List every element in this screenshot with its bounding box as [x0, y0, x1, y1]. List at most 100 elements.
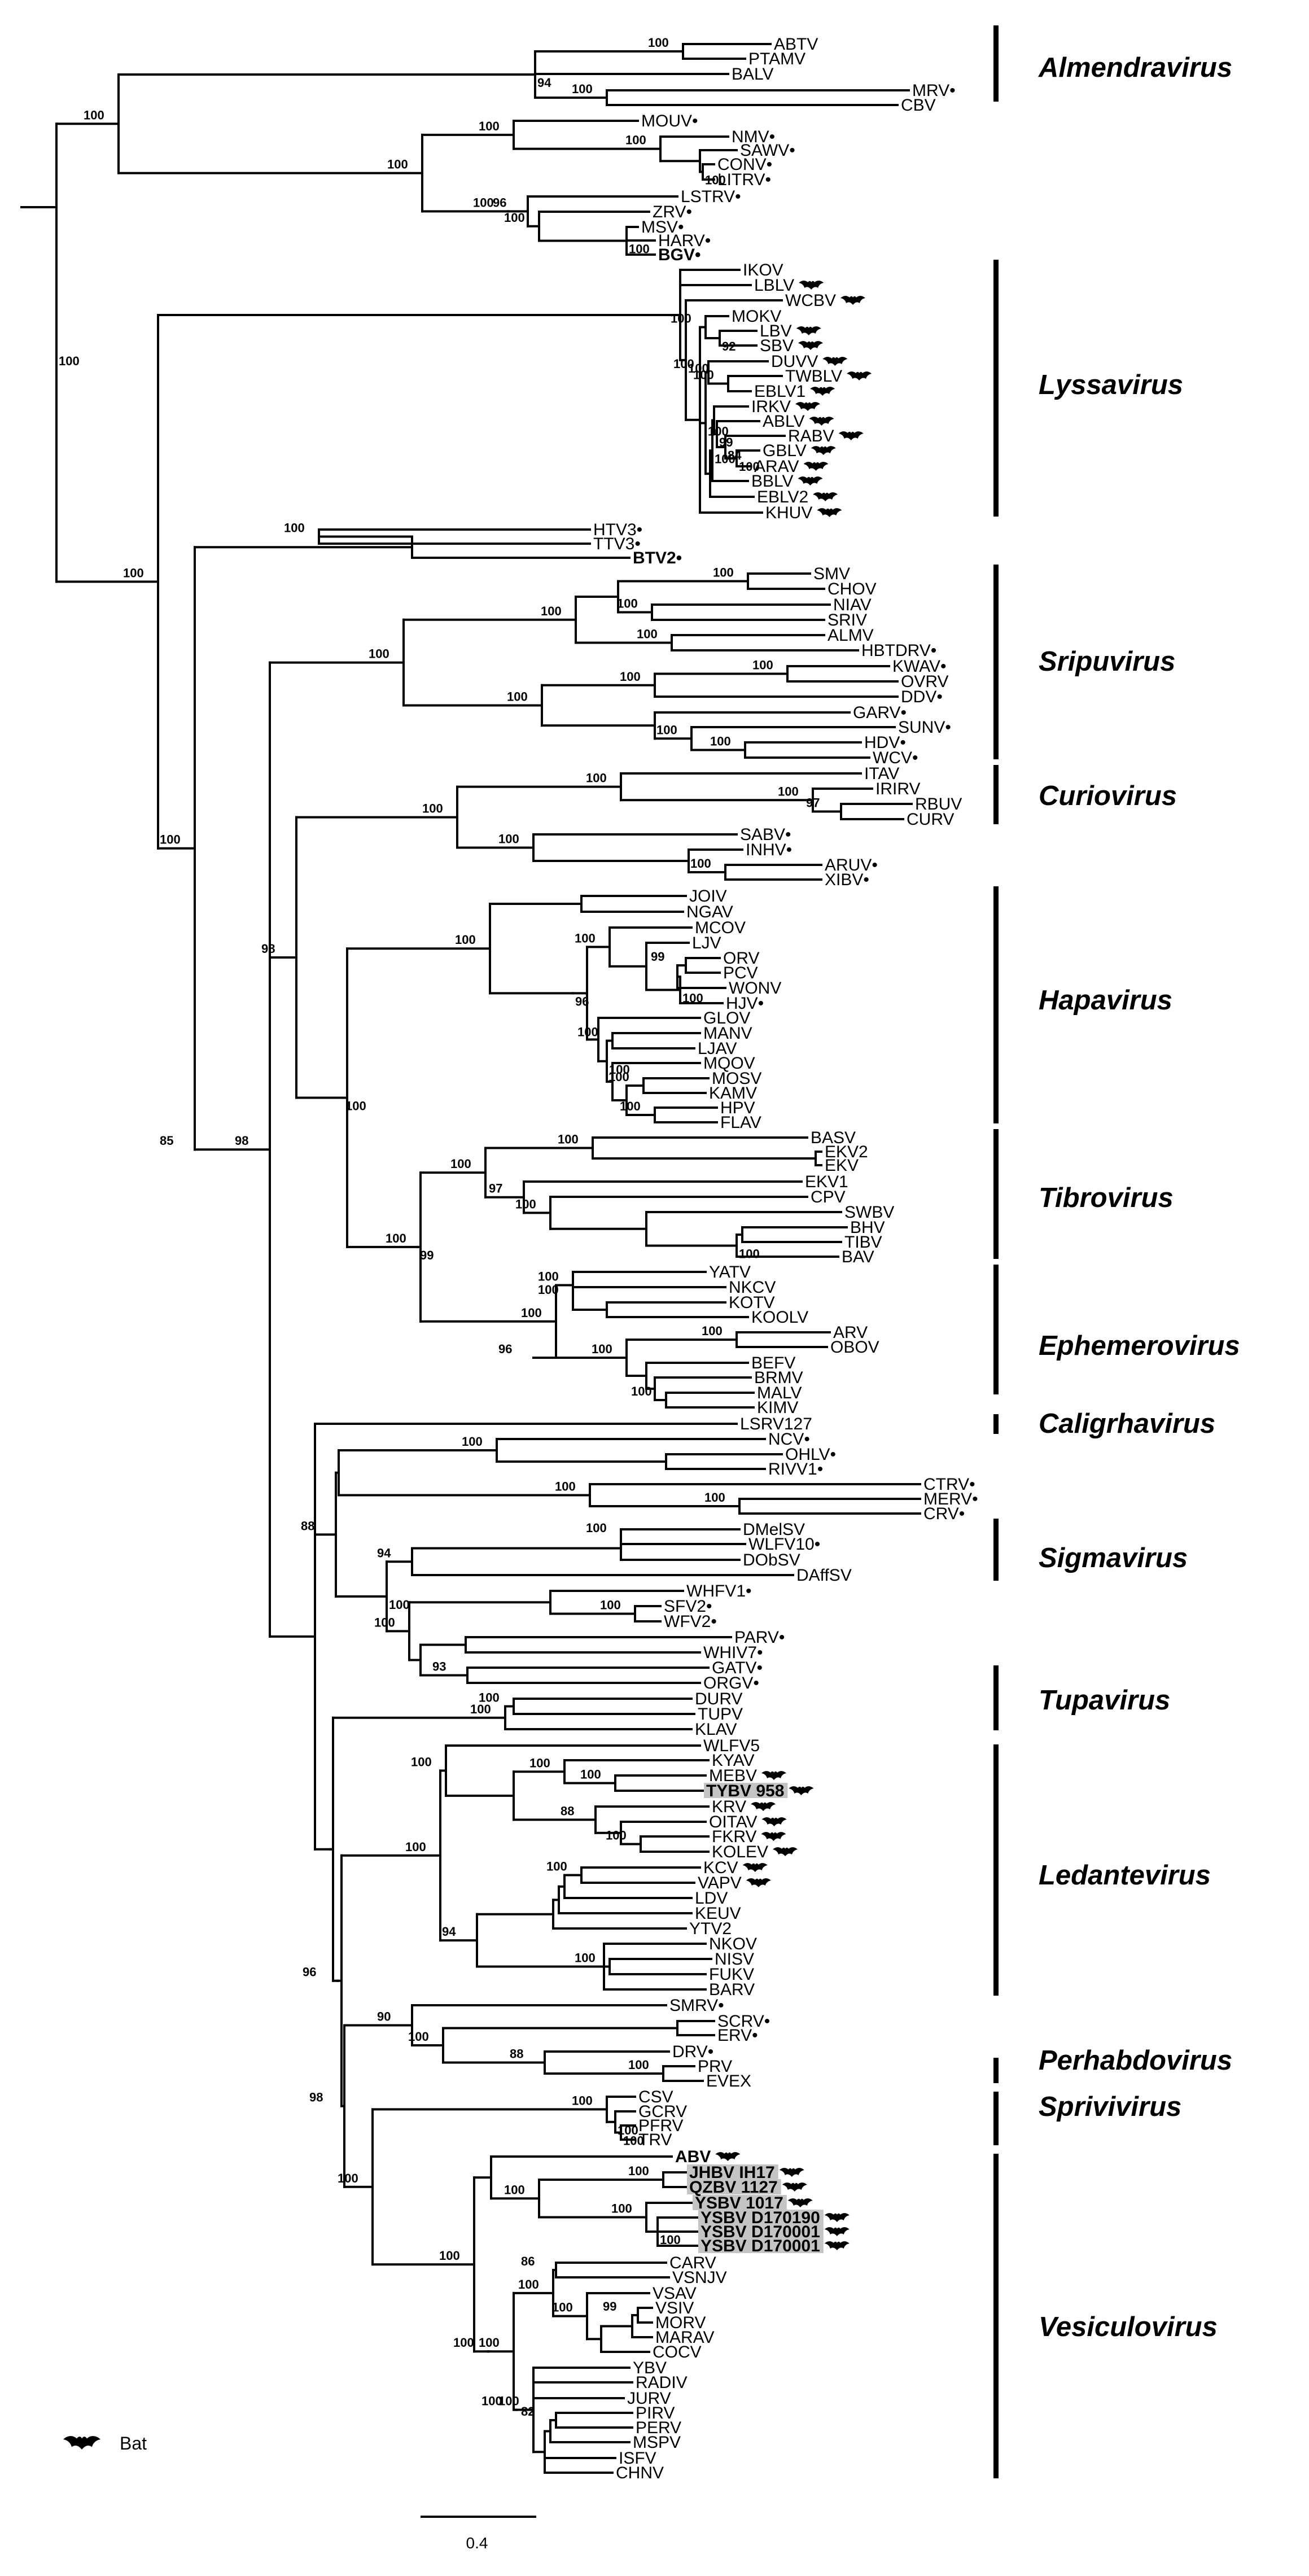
- support-value: 100: [708, 424, 729, 438]
- support-value: 100: [575, 931, 596, 945]
- clade-bar: [993, 765, 999, 824]
- support-value: 99: [719, 435, 733, 449]
- leaf-label: GARV•: [853, 703, 907, 722]
- support-value: 100: [387, 158, 408, 172]
- support-value: 100: [558, 1132, 579, 1147]
- leaf-label: INHV•: [746, 841, 792, 859]
- leaf-label: KOTV: [729, 1293, 775, 1312]
- support-value: 100: [498, 832, 519, 846]
- support-value: 100: [625, 133, 646, 147]
- leaf-label: HJV•: [726, 994, 764, 1013]
- support-value: 96: [498, 1342, 512, 1356]
- leaf-label: LJV: [692, 934, 721, 952]
- highlight-box: [698, 2210, 824, 2225]
- leaf-label: NGAV: [686, 903, 733, 921]
- leaf-label: BAV: [842, 1248, 874, 1266]
- clade-bar: [993, 25, 999, 102]
- support-value: 100: [693, 368, 714, 382]
- leaf-label: TRV: [638, 2131, 672, 2149]
- leaf-label: VSAV: [653, 2284, 697, 2303]
- leaf-label: YTV2: [689, 1919, 732, 1938]
- support-value: 98: [235, 1134, 248, 1148]
- leaf-label: ORV: [723, 949, 759, 968]
- leaf-label: KOLEV: [712, 1843, 768, 1861]
- leaf-label: DObSV: [743, 1551, 800, 1569]
- leaf-label: WFV2•: [664, 1612, 717, 1631]
- support-value: 94: [442, 1925, 456, 1939]
- support-value: 100: [705, 173, 726, 187]
- support-value: 100: [618, 2123, 638, 2137]
- support-value: 100: [439, 2249, 460, 2263]
- leaf-label: SRIV: [828, 611, 867, 629]
- support-value: 96: [493, 195, 506, 209]
- leaf-label: COCV: [653, 2343, 702, 2361]
- leaf-label: NISV: [715, 1950, 754, 1969]
- support-value: 100: [637, 627, 658, 641]
- genus-label: Sigmavirus: [1039, 1543, 1188, 1573]
- leaf-label: CARV: [669, 2254, 716, 2272]
- leaf-label: MSV•: [641, 218, 684, 237]
- support-value: 100: [577, 1025, 598, 1039]
- leaf-label: FKRV: [712, 1827, 756, 1846]
- leaf-label: YSBV D170190: [701, 2208, 820, 2227]
- clade-bar: [993, 1744, 999, 1996]
- leaf-label: BALV: [732, 65, 774, 84]
- support-value: 100: [682, 991, 703, 1005]
- support-value: 85: [160, 1134, 173, 1148]
- leaf-label: MORV: [655, 2313, 706, 2332]
- leaf-label: DRV•: [672, 2043, 713, 2061]
- genus-label: Sprivivirus: [1039, 2092, 1181, 2122]
- support-value: 99: [603, 2299, 616, 2313]
- leaf-label: OBOV: [830, 1338, 879, 1357]
- leaf-label: PERV: [636, 2418, 681, 2437]
- support-value: 100: [690, 856, 711, 871]
- support-value: 88: [561, 1804, 574, 1818]
- clade-bar: [993, 1519, 999, 1581]
- leaf-label: DMelSV: [743, 1520, 805, 1539]
- leaf-label: ABTV: [774, 35, 818, 54]
- leaf-label: KCV: [703, 1858, 738, 1877]
- leaf-label: JURV: [627, 2389, 671, 2408]
- support-value: 100: [628, 2058, 649, 2072]
- leaf-label: LSRV127: [740, 1415, 812, 1433]
- leaf-label: TYBV 958: [706, 1782, 784, 1800]
- leaf-label: JHBV IH17: [689, 2163, 775, 2182]
- support-value: 100: [702, 1324, 723, 1338]
- highlight-box: [698, 2238, 824, 2253]
- bat-icon: [838, 431, 864, 440]
- leaf-label: SWBV: [844, 1203, 894, 1222]
- support-value: 100: [704, 1490, 725, 1505]
- support-value: 100: [479, 119, 500, 133]
- clade-bar: [993, 2092, 999, 2145]
- bat-icon: [761, 1771, 787, 1780]
- leaf-label: DDV•: [901, 688, 943, 706]
- bat-icon: [761, 1832, 786, 1841]
- support-value: 99: [420, 1248, 434, 1262]
- leaf-label: LDV: [695, 1889, 728, 1908]
- legend-bat-label: Bat: [120, 2433, 147, 2453]
- leaf-label: NCV•: [768, 1430, 810, 1449]
- leaf-label: LBLV: [754, 276, 794, 295]
- support-value: 82: [521, 2404, 535, 2418]
- leaf-label: EBLV2: [757, 488, 808, 506]
- bat-icon: [824, 2227, 850, 2236]
- leaf-label: ARV: [833, 1323, 868, 1342]
- support-value: 100: [620, 1099, 641, 1113]
- support-value: 100: [778, 784, 799, 798]
- leaf-label: LBV: [760, 322, 792, 340]
- bat-icon: [847, 371, 872, 381]
- leaf-label: YSBV 1017: [695, 2194, 783, 2212]
- support-value: 100: [386, 1231, 406, 1245]
- genus-label: Vesiculovirus: [1039, 2312, 1218, 2342]
- leaf-label: BEFV: [751, 1354, 795, 1372]
- bat-icon: [813, 492, 838, 501]
- support-value: 100: [507, 689, 528, 703]
- bat-icon: [751, 1802, 776, 1811]
- support-value: 100: [160, 833, 181, 847]
- leaf-label: KOOLV: [751, 1308, 808, 1327]
- genus-label: Curiovirus: [1039, 781, 1177, 811]
- support-value: 100: [552, 2301, 573, 2315]
- leaf-label: LITRV•: [717, 170, 771, 189]
- support-value: 96: [575, 994, 589, 1008]
